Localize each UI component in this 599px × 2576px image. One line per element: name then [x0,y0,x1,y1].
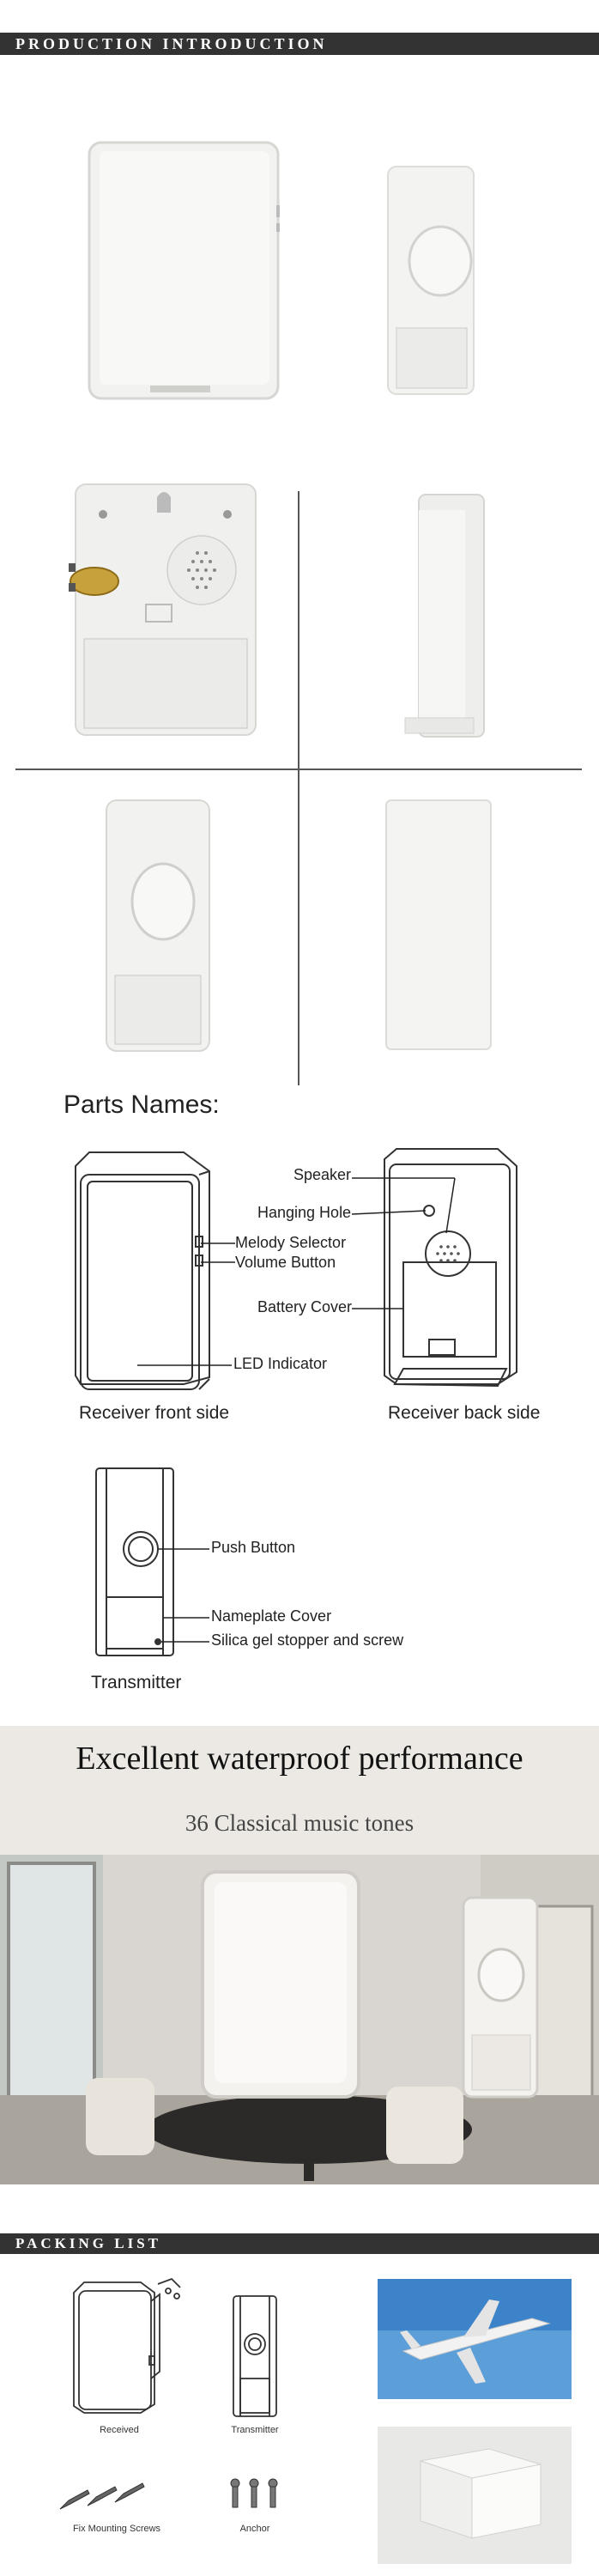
packing-label-received: Received [100,2425,139,2435]
transmitter-front-photo [387,166,475,395]
production-introduction-header: PRODUCTION INTRODUCTION [0,33,599,55]
receiver-front-photo [88,141,280,400]
receiver-back-drawing [384,1148,517,1388]
packing-receiver-drawing [73,2277,181,2414]
label-speaker: Speaker [293,1166,352,1183]
receiver-front-drawing [75,1151,210,1390]
label-led-indicator: LED Indicator [233,1355,328,1372]
transmitter-back-photo [385,799,492,1050]
leader-lines [137,1177,456,1366]
label-push-button: Push Button [211,1539,296,1556]
label-silica-gel: Silica gel stopper and screw [211,1631,404,1649]
label-volume-button: Volume Button [235,1254,336,1271]
promo-title: Excellent waterproof performance [76,1741,523,1777]
packing-transmitter-drawing [233,2295,277,2417]
caption-receiver-front: Receiver front side [79,1403,230,1423]
product-photos [15,141,582,1085]
receiver-side-photo [404,494,485,738]
caption-receiver-back: Receiver back side [388,1403,541,1423]
label-hanging-hole: Hanging Hole [257,1204,352,1221]
room-scene-image [0,1726,599,2184]
packing-list-header: PACKING LIST [0,2233,599,2254]
label-nameplate-cover: Nameplate Cover [211,1607,332,1625]
transmitter-drawing [95,1467,174,1656]
packing-label-screws: Fix Mounting Screws [72,2524,161,2534]
parts-diagram [75,1148,517,1656]
packing-label-transmitter: Transmitter [231,2425,279,2435]
screws-drawing [59,2482,145,2510]
packing-label-anchor: Anchor [239,2524,270,2534]
section-title: PACKING LIST [15,2235,162,2251]
label-melody-selector: Melody Selector [235,1234,347,1251]
receiver-back-photo [69,483,257,736]
anchors-drawing [230,2478,278,2508]
packing-items [59,2277,572,2564]
speaker-holes [436,1245,460,1262]
section-title: PRODUCTION INTRODUCTION [15,35,328,52]
transmitter-angled-photo [106,799,210,1052]
label-battery-cover: Battery Cover [257,1298,353,1315]
parts-names-title: Parts Names: [64,1091,220,1119]
box-photo [378,2427,572,2564]
airplane-photo [378,2279,572,2399]
transmitter-leaders [158,1548,209,1643]
caption-transmitter: Transmitter [91,1673,182,1692]
promo-subtitle: 36 Classical music tones [185,1810,414,1836]
